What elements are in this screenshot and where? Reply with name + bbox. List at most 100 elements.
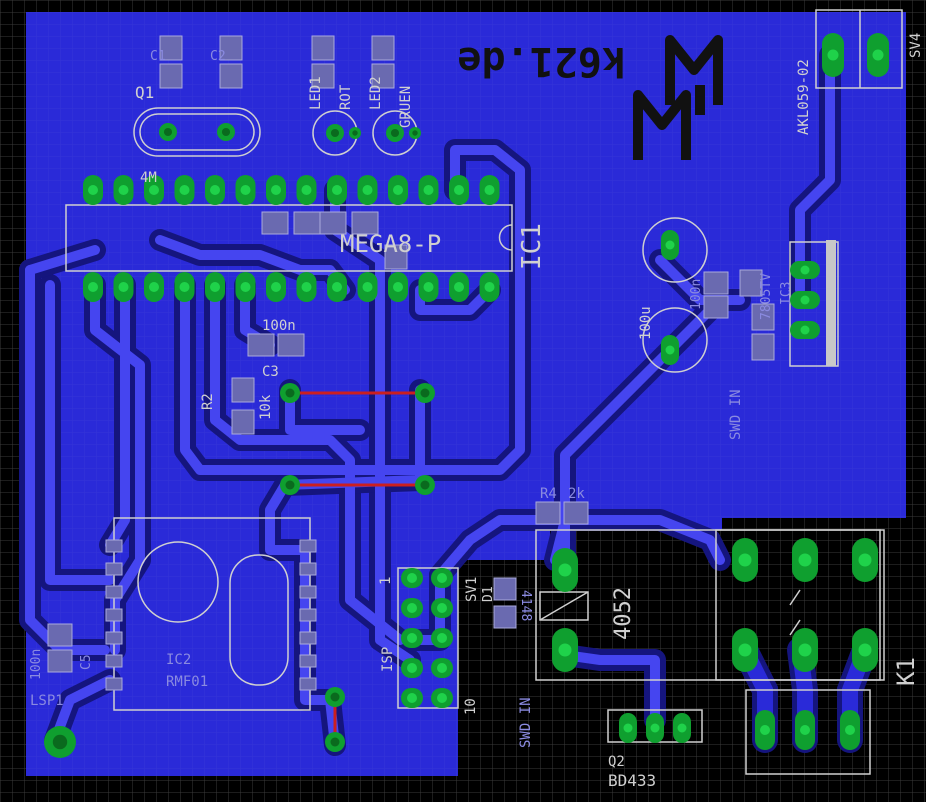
label-r2-value: 10k: [258, 394, 274, 420]
label-c2: C2: [210, 49, 226, 64]
label-led2-color: GRUEN: [398, 86, 414, 128]
label-lsp1: LSP1: [30, 693, 64, 709]
smd-parts: [47, 35, 775, 691]
via-hole: [285, 388, 295, 398]
brand-text: k621.de: [457, 38, 626, 84]
via-hole: [285, 480, 295, 490]
ic1-pin-hole: [210, 282, 220, 292]
label-ic1: IC1: [517, 223, 547, 270]
label-ic3: IC3: [779, 282, 794, 305]
label-c3-value: 100n: [262, 318, 296, 334]
label-ic2-value: RMF01: [166, 674, 208, 690]
ic1-pin-hole: [484, 185, 495, 195]
ic1-pin-hole: [240, 185, 251, 195]
label-led2: LED2: [368, 76, 384, 110]
led1-pin-hole: [352, 130, 358, 136]
ic1-pin-hole: [484, 282, 495, 292]
label-r4-value: 2k: [568, 486, 585, 502]
label-sv1: SV1: [464, 577, 480, 602]
sv1-pin-hole: [437, 573, 447, 583]
label-sv4-value: AKL059-02: [796, 59, 812, 135]
sv1-pin-hole: [407, 573, 417, 583]
ic1-pin-hole: [301, 282, 312, 292]
ic1-pin-hole: [362, 185, 373, 195]
ic1-pin-hole: [149, 282, 159, 292]
k1-pin-hole: [858, 643, 872, 657]
label-q2: Q2: [608, 754, 625, 770]
ic1-pin-hole: [301, 185, 312, 195]
q1-pin-hole: [221, 127, 231, 137]
label-c5: C5: [79, 654, 94, 670]
via-hole: [420, 388, 430, 398]
label-q1-freq: 4M: [140, 170, 157, 186]
k1-pin-hole: [738, 643, 752, 657]
ic3-pin-hole: [800, 325, 810, 335]
cap-pin-hole: [665, 240, 675, 250]
via-hole: [330, 737, 340, 747]
sv1-pin-hole: [437, 603, 447, 613]
led2-pin-hole: [390, 128, 400, 138]
ic1-pin-hole: [423, 282, 434, 292]
sv1-pin-hole: [437, 633, 447, 643]
label-q1: Q1: [135, 83, 154, 102]
labels: k621.de Q1 4M LED1 ROT LED2 GRUEN MEGA8-…: [29, 33, 924, 790]
ic1-pin-hole: [332, 282, 342, 292]
sv1-pin-hole: [437, 663, 447, 673]
sv1-pin-hole: [407, 603, 417, 613]
ic1-pin-hole: [88, 185, 98, 195]
sv1-pin-hole: [407, 693, 417, 703]
ic3-pin-hole: [800, 295, 810, 305]
sv1-pin-hole: [407, 663, 417, 673]
sv1-pin-hole: [437, 693, 447, 703]
ic1-pin-hole: [454, 185, 464, 195]
label-d1-value: 4148: [518, 590, 533, 621]
label-k1: K1: [892, 657, 920, 686]
cap-pin-hole: [665, 345, 675, 355]
k1-terminal-hole: [845, 725, 855, 735]
k1-terminal-hole: [800, 725, 810, 735]
ic1-pin-hole: [454, 282, 464, 292]
ic1-pin-hole: [332, 185, 342, 195]
label-smd-in-2: SWD IN: [518, 697, 534, 748]
ic1-pin-hole: [210, 185, 220, 195]
label-c3: C3: [262, 364, 279, 380]
k1-pin-hole: [798, 643, 812, 657]
k1-pin-hole: [858, 553, 872, 567]
q2-pin-hole: [650, 723, 660, 733]
ic1-pin-hole: [393, 185, 403, 195]
ic1-pin-hole: [362, 282, 373, 292]
label-isp: ISP: [380, 647, 396, 672]
ic1-pin-hole: [118, 185, 129, 195]
sv1-pin-hole: [407, 633, 417, 643]
tht-pads: [44, 33, 889, 758]
q2-pin-hole: [677, 723, 687, 733]
ic3-tab: [826, 240, 836, 366]
label-r4: R4: [540, 486, 557, 502]
label-r2: R2: [200, 393, 216, 410]
label-d1: D1: [481, 586, 496, 602]
label-ic2: IC2: [166, 652, 191, 668]
ic1-pin-hole: [271, 282, 281, 292]
ic3-pin-hole: [800, 265, 810, 275]
label-cap-100n: 100n: [689, 279, 704, 310]
label-cap-100u: 100u: [638, 306, 654, 340]
k1-terminal-hole: [760, 725, 770, 735]
k1-pin-hole: [798, 553, 812, 567]
relay-pin-hole: [558, 563, 572, 577]
ic1-pin-hole: [88, 282, 98, 292]
led1-pin-hole: [330, 128, 340, 138]
label-relay-value: 4052: [611, 587, 636, 640]
label-smd-in: SWD IN: [728, 389, 744, 440]
ic1-pin-hole: [271, 185, 281, 195]
q1-pin-hole: [163, 127, 173, 137]
lsp1-pin-hole: [52, 734, 68, 750]
ic1-pin-hole: [118, 282, 129, 292]
ic1-pin-hole: [179, 185, 190, 195]
label-c5-value: 100n: [29, 649, 44, 680]
ic1-pin-hole: [179, 282, 190, 292]
ic1-pin-hole: [240, 282, 251, 292]
relay-pin-hole: [558, 643, 572, 657]
label-led1-color: ROT: [338, 84, 354, 110]
label-ic3-value: 7805TV: [759, 273, 774, 320]
